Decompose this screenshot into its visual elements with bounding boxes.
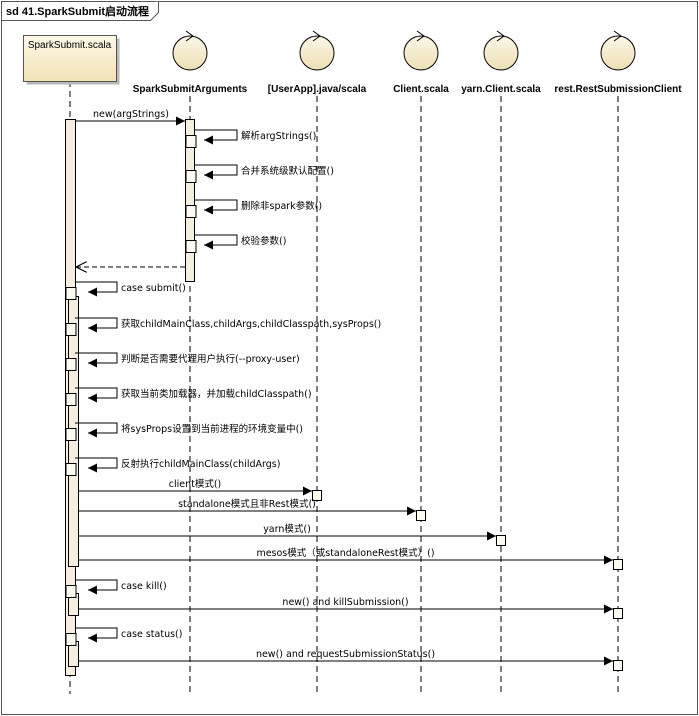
activation-bar	[613, 608, 623, 619]
activation-bar	[65, 428, 77, 441]
message-label: new(argStrings)	[93, 109, 169, 120]
participant-label-p2: [UserApp].java/scala	[268, 84, 367, 95]
control-arrow-icon	[613, 30, 622, 42]
message-call: standalone模式且非Rest模式()	[78, 498, 426, 521]
activation-bar	[65, 633, 77, 646]
participant-label-p5: rest.RestSubmissionClient	[554, 84, 682, 95]
message-label: 解析argStrings()	[241, 130, 316, 142]
message-label: mesos模式（或standaloneRest模式）()	[256, 547, 434, 559]
message-label: yarn模式()	[263, 523, 311, 535]
message-label: 合并系统级默认配置()	[241, 165, 334, 177]
activation-bar	[185, 170, 197, 183]
participant-label-p0: SparkSubmit.scala	[28, 40, 112, 51]
message-label: client模式()	[169, 478, 222, 490]
message-call: new(argStrings)	[75, 109, 185, 126]
activation-bar	[185, 205, 197, 218]
participant-box-p0	[23, 35, 117, 82]
control-icon	[299, 35, 335, 71]
activation-bar	[65, 287, 77, 300]
message-self: 反射执行childMainClass(childArgs)	[65, 457, 280, 476]
message-self: case status()	[65, 627, 182, 646]
message-self: 获取当前类加载器，并加载childClasspath()	[65, 387, 312, 406]
message-call: mesos模式（或standaloneRest模式）()	[78, 547, 623, 570]
message-self: 合并系统级默认配置()	[185, 164, 334, 183]
control-arrow-icon	[496, 30, 505, 42]
frame-title: sd 41.SparkSubmit启动流程	[6, 4, 149, 18]
message-label: 校验参数()	[241, 235, 286, 247]
activation-bar	[613, 660, 623, 671]
message-call: new() and killSubmission()	[78, 597, 623, 619]
control-arrow-icon	[185, 30, 194, 42]
activation-bar	[613, 559, 623, 570]
message-self: case submit()	[65, 281, 186, 300]
message-self: 删除非spark参数()	[185, 199, 322, 218]
message-label: new() and requestSubmissionStatus()	[256, 649, 435, 660]
message-label: case status()	[121, 629, 182, 640]
participant-label-p1: SparkSubmitArguments	[133, 84, 248, 95]
participant-label-p4: yarn.Client.scala	[461, 84, 541, 95]
activation-bar	[185, 240, 197, 253]
message-label: 获取当前类加载器，并加载childClasspath()	[121, 388, 312, 400]
message-self: case kill()	[65, 579, 167, 598]
message-self: 校验参数()	[185, 234, 286, 253]
message-label: 获取childMainClass,childArgs,childClasspat…	[121, 319, 381, 330]
activation-bar	[65, 393, 77, 406]
activation-bar	[496, 535, 506, 546]
message-label: 删除非spark参数()	[241, 200, 322, 212]
control-icon	[403, 35, 439, 71]
message-self: 获取childMainClass,childArgs,childClasspat…	[65, 317, 381, 336]
control-icon	[600, 35, 636, 71]
message-label: case submit()	[121, 283, 186, 294]
message-label: standalone模式且非Rest模式()	[178, 498, 316, 510]
frame-title-tab	[1, 1, 159, 21]
control-arrow-icon	[312, 30, 321, 42]
control-arrow-icon	[416, 30, 425, 42]
activation-bar	[65, 463, 77, 476]
message-call: new() and requestSubmissionStatus()	[78, 649, 623, 671]
control-icon	[172, 35, 208, 71]
message-call: yarn模式()	[78, 523, 506, 546]
activation-bar	[65, 358, 77, 371]
message-label: 反射执行childMainClass(childArgs)	[121, 458, 280, 470]
activation-bar	[65, 323, 77, 336]
message-label: new() and killSubmission()	[282, 597, 408, 608]
activation-bar	[185, 135, 197, 148]
activation-bar	[185, 119, 195, 282]
message-self: 判断是否需要代理用户执行(--proxy-user)	[65, 352, 300, 371]
message-call: client模式()	[78, 478, 322, 501]
message-label: 判断是否需要代理用户执行(--proxy-user)	[121, 353, 300, 365]
activation-bar	[416, 510, 426, 521]
control-icon	[483, 35, 519, 71]
activation-bar	[65, 585, 77, 598]
message-self: 将sysProps设置到当前进程的环境变量中()	[65, 422, 303, 441]
participant-label-p3: Client.scala	[393, 84, 449, 95]
activation-bar	[312, 490, 322, 501]
message-self: 解析argStrings()	[185, 129, 316, 148]
message-label: 将sysProps设置到当前进程的环境变量中()	[121, 423, 303, 435]
message-label: case kill()	[121, 581, 167, 592]
